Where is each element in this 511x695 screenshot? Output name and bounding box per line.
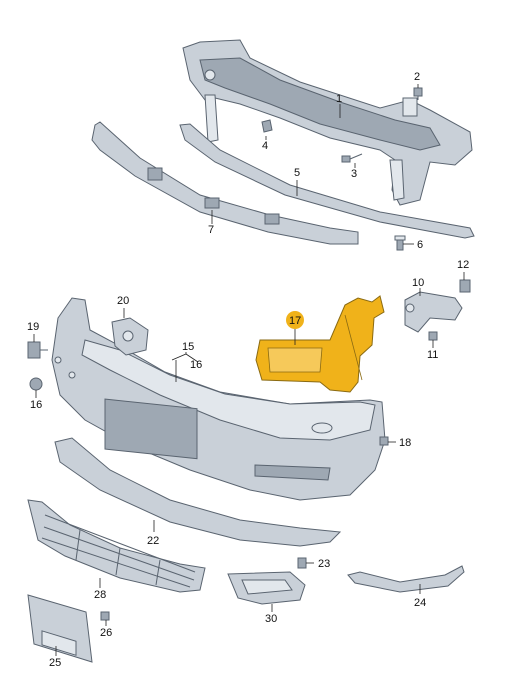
screw-6[interactable] <box>394 235 406 251</box>
part-28-grille[interactable] <box>27 499 206 593</box>
callout-labels: 1 2 4 3 5 6 7 12 10 11 17 18 19 16 20 15… <box>27 71 469 669</box>
leader-lines <box>33 84 465 656</box>
callout-22: 22 <box>147 535 159 547</box>
callout-18: 18 <box>399 437 411 449</box>
part-7-energy-absorber[interactable] <box>91 121 359 245</box>
callout-17: 17 <box>289 315 301 327</box>
part-16-clip[interactable] <box>29 377 43 391</box>
part-19-bracket[interactable] <box>27 341 48 359</box>
callout-28: 28 <box>94 589 106 601</box>
screw-23[interactable] <box>297 557 307 569</box>
fastener-3[interactable] <box>341 153 363 163</box>
callout-11: 11 <box>427 349 438 361</box>
callout-16: 16 <box>190 359 202 371</box>
screw-11[interactable] <box>428 331 438 341</box>
callout-24: 24 <box>414 597 426 609</box>
screw-18[interactable] <box>379 436 389 446</box>
callout-25: 25 <box>49 657 61 669</box>
callout-26: 26 <box>100 627 112 639</box>
callout-30: 30 <box>265 613 277 625</box>
part-17-highlighted-bracket[interactable] <box>255 295 385 393</box>
callout-3: 3 <box>351 168 357 180</box>
clip-12[interactable] <box>459 279 471 293</box>
callout-6: 6 <box>417 239 423 251</box>
part-30-fog-cover[interactable] <box>227 571 306 605</box>
fastener-4[interactable] <box>261 119 273 133</box>
part-20-holder[interactable] <box>111 317 149 356</box>
part-22-spoiler[interactable] <box>54 437 342 547</box>
callout-23: 23 <box>318 558 330 570</box>
part-1-bumper-carrier[interactable] <box>182 39 473 206</box>
callout-4: 4 <box>262 140 268 152</box>
callout-15: 15 <box>182 341 194 353</box>
callout-12: 12 <box>457 259 469 271</box>
callout-7: 7 <box>208 224 214 236</box>
callout-5: 5 <box>294 167 300 179</box>
callout-20: 20 <box>117 295 129 307</box>
callout-1: 1 <box>336 93 342 105</box>
part-25-plate-bracket[interactable] <box>27 594 93 663</box>
part-24-trim-strip[interactable] <box>347 565 465 593</box>
callout-10: 10 <box>412 277 424 289</box>
callout-17-badge <box>286 311 304 329</box>
screw-26[interactable] <box>100 611 110 621</box>
callout-16-left: 16 <box>30 399 42 411</box>
callout-2: 2 <box>414 71 420 83</box>
part-10-bracket[interactable] <box>404 291 463 333</box>
bumper-cover[interactable] <box>51 297 386 501</box>
part-5-impact-strip[interactable] <box>179 123 475 239</box>
callout-19: 19 <box>27 321 39 333</box>
